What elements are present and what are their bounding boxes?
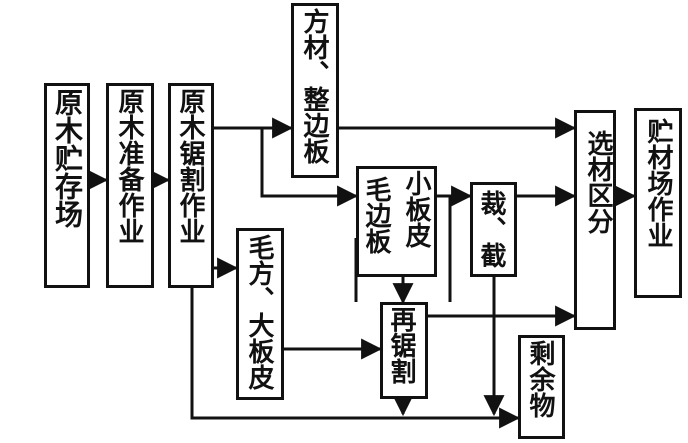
node-resaw-label: 再锯割 (386, 306, 416, 384)
node-rough-edge-col2: 小板皮 (401, 170, 431, 248)
node-log-sawing (168, 83, 214, 288)
node-rough-edge (356, 166, 437, 277)
edge-sawing-roughedge (260, 128, 359, 207)
node-rough-edge-col1: 毛边板 (361, 176, 391, 254)
node-selection-label: 选材区分 (583, 130, 613, 234)
edge-sawing-leftover (190, 288, 521, 429)
node-cut-off (470, 182, 517, 277)
node-log-prep-label: 原木准备作业 (114, 88, 144, 244)
node-square-timber (291, 3, 339, 178)
node-storage-yard-label: 贮材场作业 (643, 118, 673, 248)
node-square-timber-label: 方材、整边板 (299, 8, 329, 164)
node-resaw (380, 302, 428, 399)
node-leftover-label: 剩余物 (525, 340, 555, 418)
node-log-sawing-label: 原木锯割作业 (175, 88, 205, 244)
node-storage-yard (634, 108, 682, 298)
node-rough-square (236, 228, 284, 400)
node-cut-off-label: 裁、截 (476, 190, 506, 268)
node-rough-square-label: 毛方、大板皮 (244, 234, 274, 390)
node-selection (574, 110, 616, 330)
node-log-storage-label: 原木贮存场 (51, 88, 84, 228)
node-log-prep (106, 83, 154, 288)
node-log-storage (44, 83, 90, 288)
node-leftover (518, 335, 565, 439)
